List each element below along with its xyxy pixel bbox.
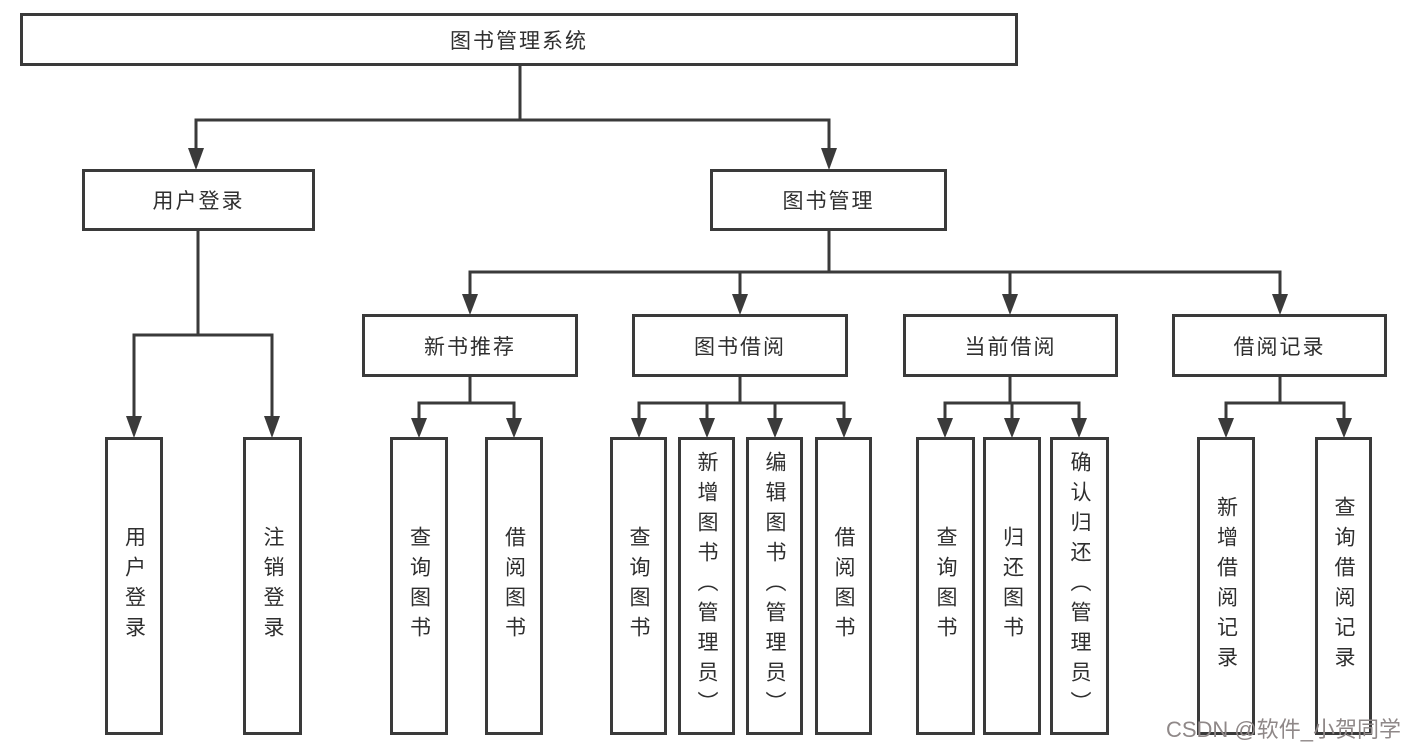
node-label: 查询借阅记录 <box>1332 496 1355 676</box>
node-label: 新书推荐 <box>424 335 516 359</box>
node-borrow-records: 借阅记录 <box>1172 314 1387 377</box>
node-label: 当前借阅 <box>964 335 1057 359</box>
node-user-login: 用户登录 <box>82 169 315 231</box>
node-label: 确认归还（管理员） <box>1068 451 1091 721</box>
node-leaf-confirm-return-admin: 确认归还（管理员） <box>1050 437 1109 735</box>
node-label: 编辑图书（管理员） <box>763 451 786 721</box>
connector-root-to-level2 <box>188 66 837 170</box>
node-leaf-add-books-admin: 新增图书（管理员） <box>678 437 735 735</box>
connector-book-borrow-to-leaves <box>631 377 852 438</box>
node-label: 查询图书 <box>627 526 650 646</box>
node-leaf-edit-books-admin: 编辑图书（管理员） <box>746 437 803 735</box>
csdn-watermark: CSDN @软件_小贺同学 <box>1165 717 1401 742</box>
node-label: 图书管理系统 <box>450 29 588 53</box>
connector-borrow-records-to-leaves <box>1218 377 1352 438</box>
node-leaf-return-books: 归还图书 <box>983 437 1041 735</box>
node-label: 图书管理 <box>782 190 875 213</box>
node-label: 图书借阅 <box>694 335 786 359</box>
node-leaf-user-login: 用户登录 <box>105 437 163 735</box>
node-root-system: 图书管理系统 <box>20 13 1018 66</box>
node-new-books: 新书推荐 <box>362 314 578 377</box>
node-leaf-add-borrow-record: 新增借阅记录 <box>1197 437 1255 735</box>
node-book-mgmt: 图书管理 <box>710 169 947 231</box>
node-leaf-query-books-2: 查询图书 <box>610 437 667 735</box>
node-leaf-query-books-1: 查询图书 <box>390 437 448 735</box>
node-leaf-borrow-books-2: 借阅图书 <box>815 437 872 735</box>
node-current-borrow: 当前借阅 <box>903 314 1118 377</box>
node-label: 用户登录 <box>152 190 245 213</box>
node-label: 新增图书（管理员） <box>695 451 718 721</box>
node-label: 新增借阅记录 <box>1214 496 1238 676</box>
node-label: 用户登录 <box>122 526 146 646</box>
node-label: 查询图书 <box>934 526 957 646</box>
connector-user-login-to-leaves <box>126 231 280 438</box>
node-leaf-logout: 注销登录 <box>243 437 302 735</box>
node-label: 借阅图书 <box>832 526 855 646</box>
node-leaf-query-borrow-record: 查询借阅记录 <box>1315 437 1372 735</box>
connector-new-books-to-leaves <box>411 377 522 438</box>
node-leaf-query-books-3: 查询图书 <box>916 437 975 735</box>
node-label: 归还图书 <box>1000 526 1024 646</box>
node-book-borrow: 图书借阅 <box>632 314 848 377</box>
node-label: 注销登录 <box>261 526 284 646</box>
connector-current-borrow-to-leaves <box>937 377 1087 438</box>
node-leaf-borrow-books-1: 借阅图书 <box>485 437 543 735</box>
node-label: 查询图书 <box>407 526 431 646</box>
node-label: 借阅图书 <box>502 526 526 646</box>
connector-book-mgmt-to-level3 <box>462 231 1288 315</box>
node-label: 借阅记录 <box>1233 335 1326 359</box>
